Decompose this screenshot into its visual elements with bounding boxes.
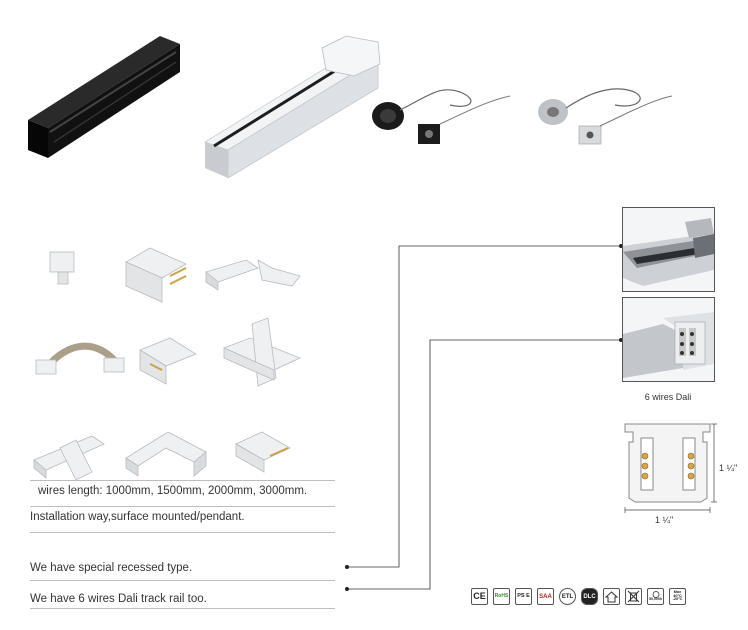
indoor-use-icon [603,588,620,605]
info-wires-length: wires length: 1000mm, 1500mm, 2000mm, 30… [38,485,308,497]
separator-bottom [30,608,335,609]
etl-icon: ETL [559,588,576,605]
flexible-angle-connector [205,259,301,291]
black-track-rail [28,36,180,158]
rohs-icon: RoHS [493,588,510,605]
t-connector [33,435,105,481]
recessed-rail-photo [622,207,715,292]
info-recessed-type: We have special recessed type. [30,562,193,574]
separator-2 [30,532,335,533]
pse-icon: PS E [515,588,532,605]
straight-coupler-connector [235,431,291,473]
product-photos [28,35,673,179]
white-track-rail [204,35,381,179]
cross-section-diagram [624,423,717,513]
info-dali-rail: We have 6 wires Dali track rail too. [30,593,207,605]
separator-top [30,480,335,481]
mini-coupler-connector [139,337,197,385]
dlc-icon: DLC [581,588,598,605]
dimension-height: 1 ¼" [719,463,738,473]
dali-rail-photo [622,297,715,382]
separator-1 [30,506,335,507]
flexible-connector [35,342,125,375]
max-temperature-icon: Max 40°C -20°C [669,588,686,605]
x-cross-connector [222,317,302,387]
separator-3 [30,580,335,581]
ce-mark-icon: CE [471,588,488,605]
saa-icon: SAA [537,588,554,605]
weee-icon [625,588,642,605]
dali-caption: 6 wires Dali [644,392,692,402]
info-installation-way: Installation way,surface mounted/pendant… [30,511,245,523]
dimension-width: 1 ¼" [655,515,674,525]
lifetime-icon: 50,000h [647,588,664,605]
l-corner-connector [125,431,207,477]
connector-grid [33,247,302,481]
silver-pendant-kit [538,88,673,145]
end-cap-connector [49,251,75,285]
live-end-feed-connector [125,247,187,303]
black-pendant-kit [372,89,511,144]
